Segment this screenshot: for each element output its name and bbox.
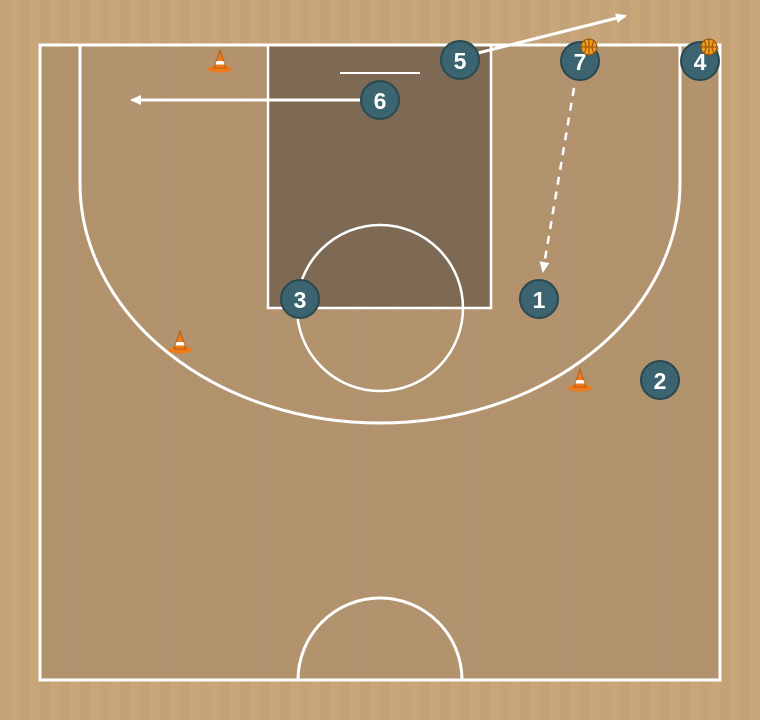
pass-arrow-7-to-1 bbox=[539, 87, 576, 273]
player-marker bbox=[280, 279, 320, 319]
player-number: 6 bbox=[374, 88, 387, 114]
player-1: 1 bbox=[519, 279, 559, 319]
center-circle bbox=[296, 596, 464, 681]
player-marker bbox=[640, 360, 680, 400]
basketball-icon bbox=[700, 38, 718, 56]
player-3: 3 bbox=[280, 279, 320, 319]
player-number: 4 bbox=[694, 49, 707, 75]
player-7: 7 bbox=[560, 38, 600, 81]
player-4: 4 bbox=[680, 38, 720, 81]
cone-icon bbox=[568, 367, 592, 392]
player-marker bbox=[440, 40, 480, 80]
player-marker bbox=[519, 279, 559, 319]
basketball-icon bbox=[580, 38, 598, 56]
cone-icon bbox=[168, 329, 192, 354]
player-marker bbox=[360, 80, 400, 120]
key-outline bbox=[266, 43, 493, 310]
player-2: 2 bbox=[640, 360, 680, 400]
player-5: 5 bbox=[440, 40, 480, 80]
player-number: 1 bbox=[533, 287, 546, 313]
cone-icon bbox=[208, 48, 232, 73]
player-number: 3 bbox=[294, 287, 307, 313]
three-point-line bbox=[78, 45, 682, 425]
player-number: 7 bbox=[574, 49, 587, 75]
cut-arrow-5 bbox=[477, 13, 627, 55]
player-6: 6 bbox=[360, 80, 400, 120]
player-number: 5 bbox=[454, 48, 467, 74]
player-number: 2 bbox=[654, 368, 667, 394]
